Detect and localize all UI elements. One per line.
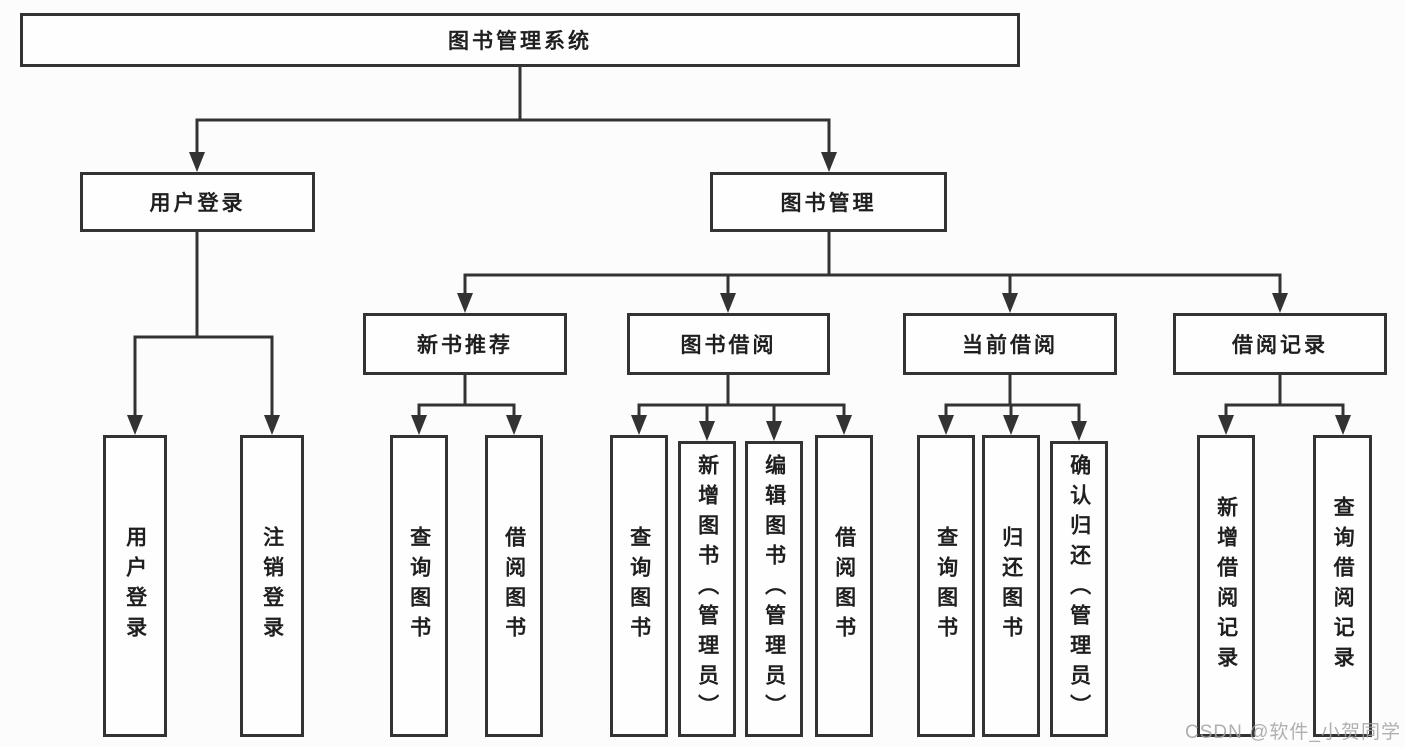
node-book-management: 图书管理 (710, 172, 947, 232)
connector-book-management-to-level3 (457, 232, 1288, 313)
leaf-logout: 注销登录 (240, 435, 304, 737)
connector-borrow-records-to-leaves (1218, 375, 1351, 435)
node-label: 用户登录 (149, 192, 246, 215)
leaf-edit-books-admin: 编辑图书（管理员） (745, 441, 803, 737)
connector-root-to-level2 (189, 67, 837, 172)
node-label: 查询图书 (934, 526, 958, 646)
connector-book-borrow-to-leaves (631, 375, 852, 441)
node-label: 查询借阅记录 (1331, 496, 1355, 676)
node-label: 查询图书 (627, 526, 651, 646)
node-label: 用户登录 (123, 526, 147, 646)
node-label: 查询图书 (407, 526, 431, 646)
leaf-query-borrow-record: 查询借阅记录 (1313, 435, 1372, 737)
connector-new-book-recommend-to-leaves (411, 375, 522, 435)
leaf-borrow-borrow-books: 借阅图书 (815, 435, 873, 737)
node-book-management-system: 图书管理系统 (20, 13, 1020, 67)
leaf-return-books: 归还图书 (982, 435, 1040, 737)
node-label: 图书管理 (780, 192, 877, 215)
node-label: 新增借阅记录 (1214, 496, 1238, 676)
leaf-confirm-return-admin: 确认归还（管理员） (1050, 441, 1108, 737)
connector-user-login-to-leaves (127, 232, 280, 435)
connector-current-borrow-to-leaves (938, 375, 1087, 441)
node-label: 新书推荐 (417, 334, 513, 357)
node-book-borrow: 图书借阅 (627, 313, 830, 375)
node-label: 借阅图书 (502, 526, 526, 646)
leaf-current-query-books: 查询图书 (917, 435, 975, 737)
leaf-recommend-query-books: 查询图书 (390, 435, 448, 737)
node-label: 注销登录 (260, 526, 284, 646)
node-label: 编辑图书（管理员） (762, 454, 786, 724)
leaf-borrow-query-books: 查询图书 (610, 435, 668, 737)
node-label: 借阅图书 (832, 526, 856, 646)
node-label: 确认归还（管理员） (1067, 454, 1091, 724)
leaf-recommend-borrow-books: 借阅图书 (485, 435, 543, 737)
node-current-borrow: 当前借阅 (903, 313, 1117, 375)
csdn-watermark: CSDN @软件_小贺同学 (1185, 722, 1401, 743)
leaf-add-books-admin: 新增图书（管理员） (678, 441, 736, 737)
node-label: 借阅记录 (1232, 334, 1328, 357)
node-label: 归还图书 (999, 526, 1023, 646)
node-label: 图书管理系统 (448, 30, 592, 53)
node-borrow-records: 借阅记录 (1173, 313, 1387, 375)
node-new-book-recommend: 新书推荐 (363, 313, 567, 375)
node-label: 图书借阅 (680, 334, 777, 357)
node-label: 当前借阅 (962, 334, 1058, 357)
leaf-user-login: 用户登录 (103, 435, 167, 737)
leaf-add-borrow-record: 新增借阅记录 (1197, 435, 1255, 737)
node-label: 新增图书（管理员） (695, 454, 719, 724)
node-user-login: 用户登录 (80, 172, 315, 232)
